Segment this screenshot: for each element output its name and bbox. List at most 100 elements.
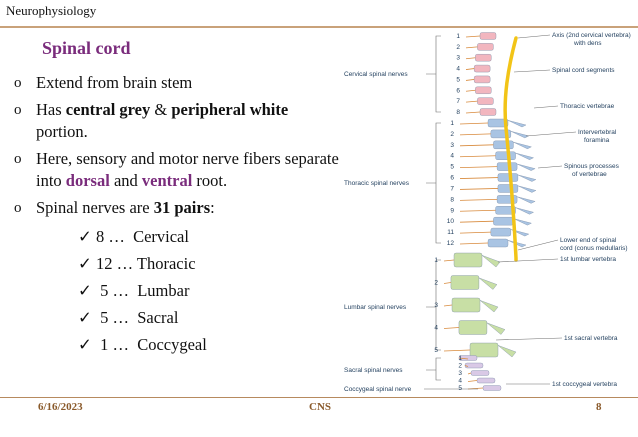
check-text: 5 … Sacral	[95, 308, 179, 327]
slide-title: Spinal cord	[42, 38, 131, 58]
lumbar-vertebra	[458, 320, 488, 335]
thoracic-spinous-process	[515, 152, 535, 160]
sacral-vertebra	[476, 377, 496, 384]
bullet-list: o Extend from brain stem o Has central g…	[14, 72, 344, 224]
check-text: 5 … Lumbar	[95, 281, 190, 300]
header-label: Neurophysiology	[6, 3, 97, 18]
cervical-segment-number: 4	[456, 66, 460, 73]
sacral-nerve-root	[464, 365, 469, 367]
header-rule	[0, 26, 638, 28]
thoracic-nerve-root	[459, 198, 498, 201]
intervertebral-label-2: foramina	[584, 137, 610, 144]
thoracic-vertebra	[497, 173, 519, 182]
bullet-text: :	[210, 198, 215, 217]
lumbar-nerve-root	[443, 327, 459, 329]
sacral-vertebra	[470, 370, 490, 376]
bullet-item: o Extend from brain stem	[14, 72, 344, 94]
lumbar-segment-number: 1	[434, 257, 438, 264]
bullet-text: Here, sensory and motor nerve fibers sep…	[36, 149, 339, 190]
check-item: ✓ 5 … Sacral	[78, 307, 207, 329]
thoracic-spinous-process	[515, 207, 535, 215]
sacral-segment-number: 3	[458, 370, 462, 377]
axis-label-2: with dens	[573, 40, 602, 47]
lumbar-segment-number: 5	[434, 347, 438, 354]
check-icon: ✓	[78, 227, 92, 246]
lumbar-spinous-process	[478, 277, 498, 290]
cervical-vertebra	[473, 75, 491, 84]
lumbar-spinous-process	[486, 322, 506, 335]
spinal-cord	[503, 36, 518, 262]
thoracic-segment-number: 6	[450, 175, 454, 182]
first-sacral-label: 1st sacral vertebra	[564, 335, 618, 342]
axis-label: Axis (2nd cervical vertebra)	[552, 32, 631, 39]
check-item: ✓ 1 … Coccygeal	[78, 334, 207, 356]
thoracic-segment-number: 1	[450, 120, 454, 127]
thoracic-spinous-process	[510, 131, 530, 139]
first-lumbar-label: 1st lumbar vertebra	[560, 256, 616, 263]
sacral-segment-number: 2	[458, 363, 462, 370]
bullet-text: Extend from brain stem	[36, 73, 193, 92]
thoracic-segment-number: 8	[450, 196, 454, 203]
lumbar-nerves-label: Lumbar spinal nerves	[344, 304, 407, 311]
region-bracket	[426, 122, 441, 244]
spinous-label-2: of vertebrae	[572, 171, 607, 178]
thoracic-nerve-root	[459, 177, 498, 179]
lumbar-segment-number: 4	[434, 325, 438, 332]
cervical-nerve-root	[465, 35, 481, 38]
check-item: ✓ 5 … Lumbar	[78, 280, 207, 302]
cervical-segment-number: 1	[456, 33, 460, 40]
thoracic-vertebra	[490, 227, 512, 237]
thoracic-segment-number: 4	[450, 153, 454, 160]
lumbar-nerve-root	[443, 282, 451, 284]
sacral-segment-number: 1	[458, 355, 462, 362]
lumbar-vertebra	[453, 252, 483, 268]
lumbar-spinous-process	[479, 300, 499, 313]
nerve-roots-group	[443, 35, 498, 390]
region-bracket	[426, 259, 441, 351]
region-bracket	[426, 357, 441, 381]
bullet-highlight: dorsal	[65, 171, 110, 190]
thoracic-nerve-root	[459, 231, 491, 234]
first-coccygeal-label: 1st coccygeal vertebra	[552, 381, 617, 388]
thoracic-segment-number: 12	[447, 240, 455, 247]
bullet-text: Spinal nerves are	[36, 198, 154, 217]
lumbar-nerve-root	[443, 349, 471, 352]
conus-label-2: cord (conus medullaris)	[560, 245, 628, 252]
bullet-item: o Here, sensory and motor nerve fibers s…	[14, 148, 344, 192]
thoracic-nerve-root	[459, 122, 489, 125]
cervical-nerve-root	[465, 111, 481, 114]
bullet-text: and	[109, 171, 142, 190]
label-leader	[533, 105, 559, 109]
thoracic-segment-number: 5	[450, 164, 454, 171]
cervical-vertebra	[477, 97, 494, 105]
bullet-item: o Has central grey & peripheral white po…	[14, 99, 344, 143]
thoracic-nerve-root	[459, 242, 489, 245]
bullet-bold: 31 pairs	[153, 198, 211, 217]
check-item: ✓ 12 … Thoracic	[78, 253, 207, 275]
leader-lines	[424, 34, 577, 390]
lumbar-nerve-root	[443, 304, 453, 307]
thoracic-nerve-root	[459, 220, 494, 223]
check-icon: ✓	[78, 308, 92, 327]
thoracic-vertebra	[493, 140, 514, 150]
thoracic-spinous-process	[513, 218, 532, 226]
cervical-vertebra	[475, 86, 492, 94]
bullet-marker: o	[14, 200, 22, 216]
label-leader	[517, 239, 559, 251]
cervical-segment-number: 2	[456, 44, 460, 51]
thoracic-spinous-process	[507, 120, 527, 128]
spinous-label: Spinous processes	[564, 163, 620, 170]
bullet-text: root.	[192, 171, 228, 190]
footer-date: 6/16/2023	[38, 401, 83, 413]
thoracic-nerve-root	[459, 209, 496, 212]
bullet-bold: peripheral white	[171, 100, 289, 119]
sacral-nerve-root	[458, 357, 469, 360]
cervical-nerves-label: Cervical spinal nerves	[344, 71, 408, 78]
lumbar-vertebra	[450, 275, 480, 290]
thoracic-segment-number: 7	[450, 185, 454, 192]
check-text: 1 … Coccygeal	[95, 335, 207, 354]
cervical-segment-number: 6	[456, 87, 460, 94]
thoracic-nerve-root	[459, 188, 498, 190]
